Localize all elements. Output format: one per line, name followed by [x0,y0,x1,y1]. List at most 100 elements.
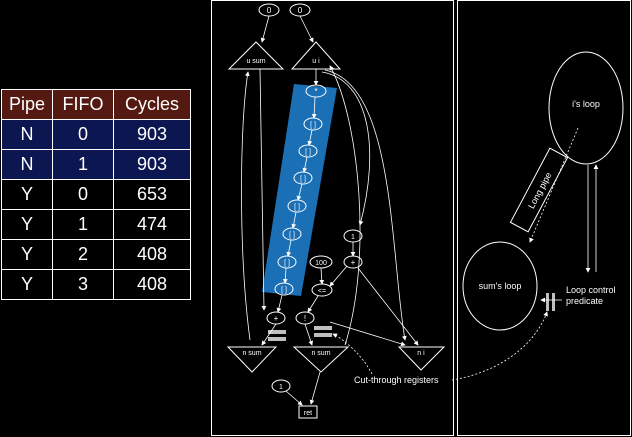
long-pipe-box: Long pipe [509,147,569,233]
eta-node-sum-right: n sum [292,346,350,373]
cell-cycles: 653 [113,179,191,210]
cell-fifo: 3 [52,269,114,300]
edge [329,321,406,347]
svg-text:+: + [351,258,356,267]
svg-text:u i: u i [312,58,320,65]
svg-text:ret: ret [304,410,312,417]
loop-control-label-line2: predicate [566,296,603,306]
edge [307,295,319,313]
edge [260,15,270,43]
merge-node-i: u i [290,41,342,70]
svg-text:0: 0 [267,6,272,15]
edge [261,323,277,346]
svg-text:sum's loop: sum's loop [479,281,522,291]
svg-text:0: 0 [298,6,303,15]
edge [299,15,314,43]
cell-cycles: 474 [113,209,191,240]
loop-control-label-line1: Loop control [566,285,616,295]
svg-text:+: + [274,314,279,323]
edge [319,267,325,285]
table-header-row: Pipe FIFO Cycles [1,89,191,120]
eta-node-i: n i [397,346,446,371]
cell-fifo: 0 [52,119,114,150]
svg-text:i's loop: i's loop [572,99,600,109]
cell-pipe: Y [1,179,53,210]
edge [324,69,407,341]
svg-text:1: 1 [279,384,283,391]
edge [286,239,292,257]
long-pipe-link [529,127,579,243]
table-row: Y 3 408 [1,269,191,300]
cell-cycles: 408 [113,239,191,270]
svg-text:[ ]: [ ] [310,122,316,129]
table-row: N 1 903 [1,149,191,180]
edge [302,156,308,173]
svg-text:[ ]: [ ] [284,260,290,267]
edge [241,71,251,341]
i-loop-node: i's loop [548,51,624,165]
svg-text:n sum: n sum [242,350,261,357]
svg-text:100: 100 [315,260,327,267]
edge [311,96,317,119]
edge [259,68,267,311]
svg-text:[ ]: [ ] [294,204,300,211]
edge [307,129,313,146]
plus-node-sum: + [266,311,286,325]
register-bar [268,330,286,334]
register-bar [314,333,332,337]
svg-text:u sum: u sum [246,58,265,65]
register-bar [314,326,332,330]
eta-node-sum-left: n sum [226,346,278,373]
edge [357,267,419,346]
register-bar [552,293,555,311]
edge [285,390,303,406]
edge [329,65,361,346]
cut-through-label: Cut-through registers [354,375,439,385]
svg-text:n sum: n sum [311,350,330,357]
svg-text:n i: n i [417,350,425,357]
svg-text:!: ! [304,314,306,323]
cell-pipe: Y [1,269,53,300]
svg-text:1: 1 [351,234,355,241]
const-node-one: 1 [343,229,363,243]
pipeline-highlight [262,84,337,296]
svg-text:Long pipe: Long pipe [526,171,553,211]
edge [309,371,321,405]
svg-text:<=: <= [318,288,326,295]
svg-text:*: * [314,87,317,96]
edge [329,265,348,287]
compare-node: <= [311,283,333,297]
dotted-arrow [451,311,548,381]
cell-pipe: Y [1,239,53,270]
dotted-arrow [332,333,373,375]
loops-panel-border [457,0,631,436]
cell-pipe: N [1,149,53,180]
cell-pipe: Y [1,209,53,240]
table-row: Y 1 474 [1,209,191,240]
merge-node-sum: u sum [227,41,285,70]
edge [282,267,288,284]
svg-text:[ ]: [ ] [300,176,306,183]
edge [304,323,314,346]
edge [296,183,303,201]
cell-cycles: 903 [113,149,191,180]
table-row: N 0 903 [1,119,191,150]
cell-cycles: 903 [113,119,191,150]
svg-text:[ ]: [ ] [305,149,311,156]
edge [321,71,371,226]
ret-node: ret [298,405,318,419]
register-bar [546,293,549,311]
const-node-hundred: 100 [309,255,333,269]
not-node: ! [295,311,315,325]
const-node-top-left: 0 [258,3,280,17]
edge [276,294,283,313]
header-pipe: Pipe [1,89,53,120]
const-node-top-right: 0 [289,3,311,17]
cell-fifo: 1 [52,209,114,240]
dataflow-panel-border [211,0,454,436]
svg-text:[ ]: [ ] [289,232,295,239]
register-bar [268,337,286,341]
cell-cycles: 408 [113,269,191,300]
